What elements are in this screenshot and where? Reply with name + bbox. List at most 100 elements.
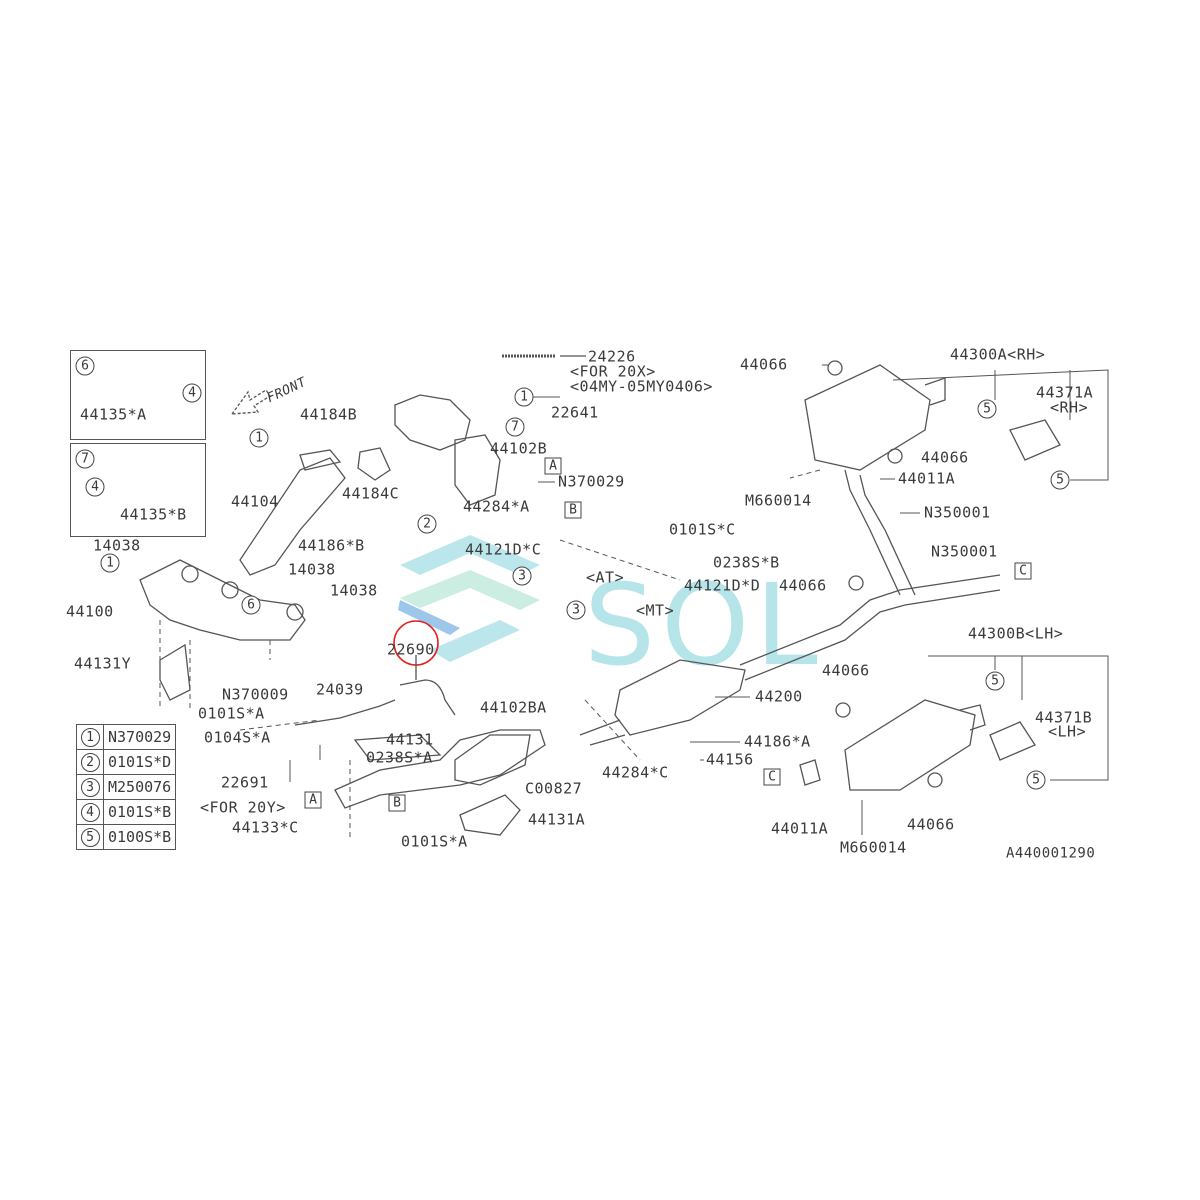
part-label[interactable]: 44156 xyxy=(706,750,754,769)
part-label[interactable]: 44102B xyxy=(490,439,548,458)
part-label[interactable]: 14038 xyxy=(288,560,336,579)
part-label[interactable]: N350001 xyxy=(931,542,998,561)
part-label[interactable]: 44121D*D xyxy=(684,576,761,595)
watermark-logo-icon xyxy=(398,535,540,662)
part-label[interactable]: 0104S*A xyxy=(204,728,271,747)
part-label[interactable]: 44100 xyxy=(66,602,114,621)
part-label[interactable]: 44011A xyxy=(771,819,829,838)
note-label: <AT> xyxy=(586,568,625,587)
legend-number: 5 xyxy=(80,828,100,847)
legend-part: 0101S*B xyxy=(102,799,177,825)
ref-circle-5: 5 xyxy=(977,399,997,419)
part-label[interactable]: 44131Y xyxy=(74,654,132,673)
inset-clamp-7 xyxy=(70,443,206,537)
part-label[interactable]: 44186*A xyxy=(744,732,811,751)
part-label[interactable]: 44121D*C xyxy=(465,540,542,559)
inset-clamp-6 xyxy=(70,350,206,440)
ref-circle-6: 6 xyxy=(241,595,261,615)
part-label[interactable]: 44102BA xyxy=(480,698,547,717)
ref-box-b: B xyxy=(564,501,582,519)
part-label[interactable]: 44011A xyxy=(898,469,956,488)
part-label[interactable]: M660014 xyxy=(840,838,907,857)
ref-circle-2: 2 xyxy=(417,514,437,534)
legend-number: 2 xyxy=(80,753,100,772)
part-label[interactable]: C00827 xyxy=(525,779,583,798)
part-label[interactable]: 44186*B xyxy=(298,536,365,555)
ref-box-a: A xyxy=(544,457,562,475)
part-label[interactable]: 44066 xyxy=(822,661,870,680)
part-label-highlighted[interactable]: 22690 xyxy=(387,640,435,659)
legend-number: 3 xyxy=(80,778,100,797)
center-muffler-44200 xyxy=(614,659,746,736)
part-label[interactable]: 44066 xyxy=(907,815,955,834)
part-label[interactable]: 44135*B xyxy=(120,505,187,524)
part-label[interactable]: 0238S*B xyxy=(713,553,780,572)
part-label[interactable]: N370009 xyxy=(222,685,289,704)
note-label: <04MY-05MY0406> xyxy=(570,377,713,396)
part-label[interactable]: 44284*C xyxy=(602,763,669,782)
part-label[interactable]: 24226 xyxy=(588,347,636,366)
part-label[interactable]: 14038 xyxy=(330,581,378,600)
part-label[interactable]: 44131 xyxy=(386,730,434,749)
part-label[interactable]: 44200 xyxy=(755,687,803,706)
part-label[interactable]: 0101S*C xyxy=(669,520,736,539)
part-label[interactable]: 14038 xyxy=(93,536,141,555)
part-label[interactable]: 44300B<LH> xyxy=(968,624,1064,643)
ref-circle-5: 5 xyxy=(1026,770,1046,790)
legend-number: 4 xyxy=(80,803,100,822)
part-label[interactable]: N370029 xyxy=(558,472,625,491)
part-label[interactable]: 22691 xyxy=(221,773,269,792)
part-label[interactable]: 44131A xyxy=(528,810,586,829)
front-arrow-icon xyxy=(230,389,271,415)
part-label[interactable]: 44371A xyxy=(1036,383,1094,402)
part-label[interactable]: 0101S*A xyxy=(198,704,265,723)
part-label[interactable]: 44284*A xyxy=(463,497,530,516)
note-label: <LH> xyxy=(1048,722,1087,741)
part-label[interactable]: 44066 xyxy=(740,355,788,374)
part-label[interactable]: 44135*A xyxy=(80,405,147,424)
part-label[interactable]: N350001 xyxy=(924,503,991,522)
ref-circle-3: 3 xyxy=(566,600,586,620)
tip-44371a xyxy=(1009,419,1061,461)
part-label[interactable]: 44371B xyxy=(1035,708,1093,727)
part-label[interactable]: 24039 xyxy=(316,680,364,699)
legend-number: 1 xyxy=(80,728,100,747)
ref-circle-5: 5 xyxy=(1050,470,1070,490)
ref-circle-1: 1 xyxy=(249,428,269,448)
tip-44371b xyxy=(989,721,1036,761)
part-label[interactable]: 44104 xyxy=(231,492,279,511)
part-label[interactable]: 44184C xyxy=(342,484,400,503)
ref-box-c: C xyxy=(763,768,781,786)
note-label: <RH> xyxy=(1050,398,1089,417)
note-label: <FOR 20X> xyxy=(570,362,656,381)
legend-part: M250076 xyxy=(102,774,177,800)
muffler-44300b xyxy=(844,699,976,791)
note-label: <MT> xyxy=(636,601,675,620)
ref-box-b: B xyxy=(388,794,406,812)
ref-box-c: C xyxy=(1014,562,1032,580)
oxygen-sensor-22690 xyxy=(399,679,456,716)
ref-circle-3: 3 xyxy=(512,566,532,586)
part-label[interactable]: 44184B xyxy=(300,405,358,424)
ref-circle-1: 1 xyxy=(514,387,534,407)
front-pipe xyxy=(334,729,546,809)
legend-part: 0101S*D xyxy=(102,749,177,775)
ref-circle-4: 4 xyxy=(182,383,202,403)
part-label[interactable]: 0238S*A xyxy=(366,748,433,767)
part-label[interactable]: 22641 xyxy=(551,403,599,422)
part-label[interactable]: 44066 xyxy=(921,448,969,467)
part-label[interactable]: 44066 xyxy=(779,576,827,595)
part-label[interactable]: 0101S*A xyxy=(401,832,468,851)
ref-circle-5: 5 xyxy=(985,671,1005,691)
part-label[interactable]: 44300A<RH> xyxy=(950,345,1046,364)
diagram-code: A440001290 xyxy=(1006,845,1096,862)
manifold-44100 xyxy=(139,559,306,641)
legend-part: 0100S*B xyxy=(102,824,177,850)
part-label[interactable]: M660014 xyxy=(745,491,812,510)
part-label[interactable]: 44133*C xyxy=(232,818,299,837)
